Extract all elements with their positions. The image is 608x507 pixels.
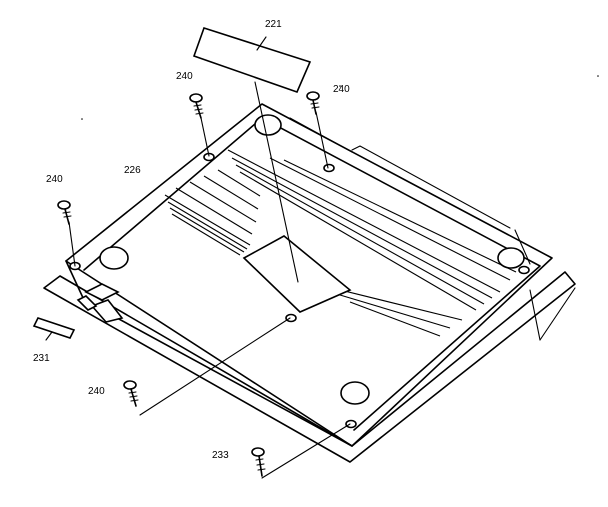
rubber-foot	[340, 381, 370, 405]
label-233: 233	[212, 450, 229, 461]
bottom-cover-226	[43, 81, 576, 479]
label-240-top-right: 240	[333, 84, 350, 95]
screw-233	[251, 447, 266, 477]
vent-grille-left	[164, 169, 261, 256]
label-240-bottom: 240	[88, 386, 105, 397]
screw-240-bottom	[123, 380, 139, 407]
screw-240-top-right	[306, 91, 320, 115]
label-221: 221	[265, 19, 282, 30]
rubber-foot	[254, 114, 282, 136]
part-231	[32, 317, 76, 341]
label-plate-221	[192, 27, 312, 94]
label-231: 231	[33, 353, 50, 364]
label-226: 226	[124, 165, 141, 176]
screw-240-left	[57, 200, 72, 225]
screw-240-top-left	[189, 93, 204, 119]
rubber-foot	[497, 247, 525, 269]
rubber-foot	[99, 246, 129, 270]
label-240-top-left: 240	[176, 71, 193, 82]
label-240-left: 240	[46, 174, 63, 185]
